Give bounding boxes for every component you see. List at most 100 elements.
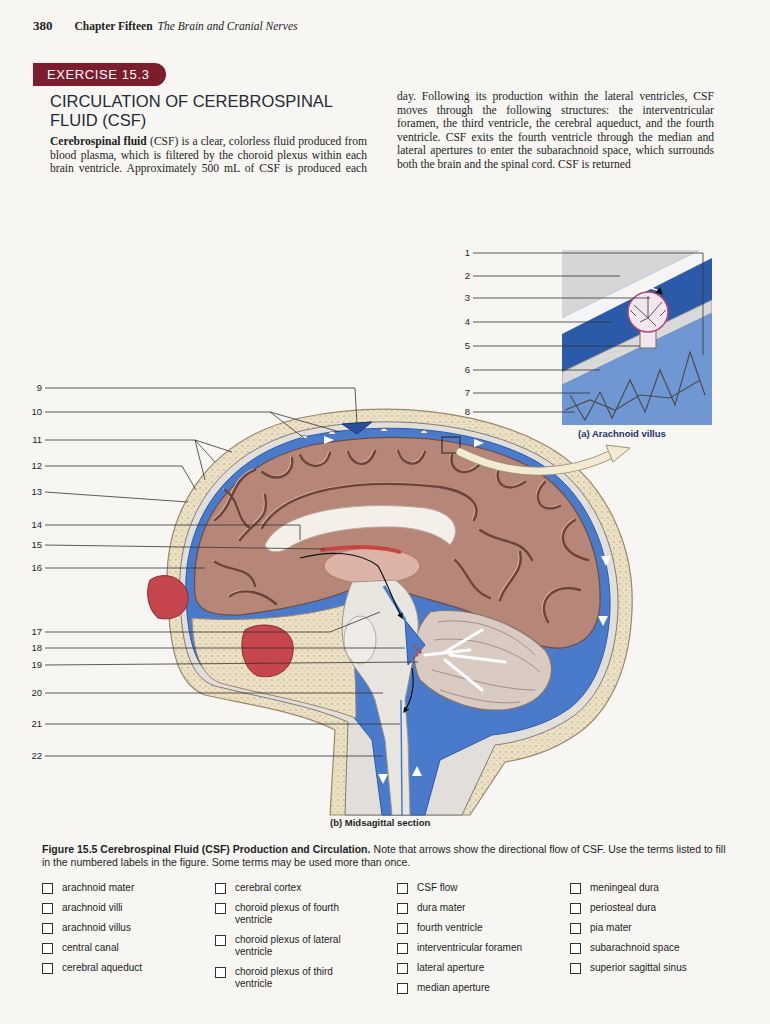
- callout-number: 21: [20, 718, 42, 730]
- csf-flow-arrow: [598, 616, 608, 626]
- leader-line: [45, 693, 383, 694]
- superior-sagittal-sinus: [300, 428, 428, 438]
- skull-base: [192, 605, 356, 718]
- inset-title: (a) Arachnoid villus: [578, 428, 666, 440]
- checkbox: [397, 883, 408, 894]
- skull-base: [192, 605, 356, 718]
- callout-number: 20: [20, 687, 42, 699]
- leader-line: [45, 525, 300, 540]
- checkbox: [397, 943, 408, 954]
- csf-flow-arrow: [474, 439, 484, 447]
- leader-line: [45, 412, 340, 432]
- callout-number: 13: [20, 486, 42, 498]
- leader-line: [473, 253, 703, 355]
- arachnoid-villus-inset: [636, 288, 662, 294]
- paranasal-sinus: [242, 625, 293, 677]
- leader-line: [45, 253, 703, 756]
- leader-line: [270, 412, 304, 438]
- leader-line: [473, 298, 650, 299]
- callout-number: 10: [20, 406, 42, 418]
- checkbox: [215, 935, 226, 946]
- checkbox: [397, 963, 408, 974]
- subarachnoid-space: [186, 428, 610, 815]
- checkbox: [215, 883, 226, 894]
- brainstem: [342, 580, 418, 815]
- term-label: fourth ventricle: [417, 922, 483, 934]
- term-label: choroid plexus of third ventricle: [235, 966, 357, 990]
- brainstem: [342, 580, 418, 815]
- checkbox: [215, 903, 226, 914]
- term-label: superior sagittal sinus: [590, 962, 687, 974]
- page-number: 380: [33, 18, 53, 33]
- ventricle: [384, 586, 425, 815]
- zoom-marker: [606, 445, 630, 462]
- leader-line: [45, 756, 383, 757]
- term-label: arachnoid villus: [62, 922, 131, 934]
- callout-number: 7: [448, 387, 470, 399]
- cerebellum: [414, 611, 551, 711]
- leader-line: [45, 545, 325, 549]
- chapter-title: The Brain and Cranial Nerves: [158, 20, 298, 32]
- checkbox: [570, 903, 581, 914]
- term-label: cerebral aqueduct: [62, 962, 142, 974]
- leader-line: [473, 322, 612, 323]
- callout-number: 5: [448, 340, 470, 352]
- paranasal-sinus: [148, 576, 189, 619]
- checkbox: [570, 963, 581, 974]
- skull-bone: [167, 409, 632, 815]
- figure-caption: Figure 15.5 Cerebrospinal Fluid (CSF) Pr…: [42, 843, 370, 855]
- checkbox: [397, 983, 408, 994]
- csf-flow-arrow: [404, 668, 413, 712]
- leader-line: [45, 492, 188, 502]
- leader-line: [473, 412, 575, 413]
- term-label: subarachnoid space: [590, 942, 680, 954]
- checkbox: [42, 923, 53, 934]
- checkbox: [42, 903, 53, 914]
- arachnoid-villus-inset: [630, 296, 666, 326]
- leader-line: [473, 393, 590, 394]
- checkbox: [570, 883, 581, 894]
- leader-line: [45, 466, 196, 490]
- term-label: arachnoid villi: [62, 902, 123, 914]
- term-label: median aperture: [417, 982, 490, 994]
- leader-line: [45, 440, 215, 462]
- csf-flow-arrow: [300, 553, 402, 618]
- callout-number: 8: [448, 406, 470, 418]
- term-label: CSF flow: [417, 882, 458, 894]
- zoom-marker: [460, 452, 612, 471]
- choroid-plexus: [322, 547, 400, 552]
- leader-line: [473, 370, 600, 371]
- checkbox: [397, 923, 408, 934]
- term-label: arachnoid mater: [62, 882, 134, 894]
- exercise-banner: EXERCISE 15.3: [33, 63, 166, 86]
- ventricle: [401, 700, 402, 815]
- arachnoid-villus-inset: [562, 313, 712, 425]
- callout-number: 22: [20, 750, 42, 762]
- term-label: choroid plexus of lateral ventricle: [235, 934, 357, 958]
- callout-number: 6: [448, 364, 470, 376]
- choroid-plexus: [322, 547, 400, 552]
- ventricle: [405, 620, 425, 665]
- csf-flow-arrow: [300, 436, 611, 784]
- callout-number: 17: [20, 626, 42, 638]
- checkbox: [397, 903, 408, 914]
- subarachnoid-space: [186, 428, 610, 815]
- callout-number: 9: [20, 382, 42, 394]
- banner-text: EXERCISE 15.3: [47, 67, 149, 82]
- term-label: cerebral cortex: [235, 882, 301, 894]
- leader-line: [45, 648, 405, 649]
- checkbox: [570, 923, 581, 934]
- callout-number: 16: [20, 562, 42, 574]
- zoom-marker: [460, 452, 612, 471]
- arachnoid-villus-inset: [565, 352, 705, 420]
- callout-number: 19: [20, 659, 42, 671]
- callout-number: 11: [20, 434, 42, 446]
- leader-line: [45, 612, 380, 632]
- leader-line: [195, 440, 205, 480]
- checkbox: [215, 967, 226, 978]
- callout-number: 18: [20, 642, 42, 654]
- callout-number: 14: [20, 519, 42, 531]
- exercise-title: CIRCULATION OF CEREBROSPINAL FLUID (CSF): [50, 92, 367, 130]
- cerebellum: [414, 611, 551, 711]
- term-label: central canal: [62, 942, 119, 954]
